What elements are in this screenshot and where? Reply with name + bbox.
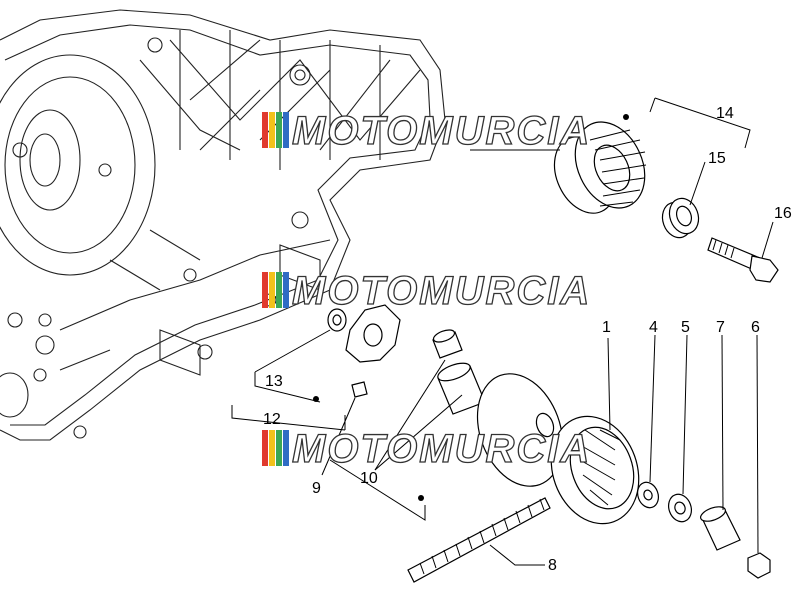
- bolt-part-16: [707, 237, 779, 283]
- callout-labels: 14 15 16 1 4 5 7 6 13 12 9 10 8: [263, 105, 792, 574]
- nut-part-6: [747, 552, 771, 579]
- callout-7: 7: [716, 319, 725, 336]
- callout-13: 13: [265, 373, 283, 390]
- watermark-1: MOTOMURCIA: [262, 108, 591, 154]
- callout-10: 10: [360, 470, 378, 487]
- watermark-2: MOTOMURCIA: [262, 268, 591, 314]
- spacer-part-13: [327, 308, 347, 332]
- watermark-stripe-red: [262, 430, 268, 466]
- callout-12: 12: [263, 411, 281, 428]
- callout-16: 16: [774, 205, 792, 222]
- watermark-text: MOTOMURCIA: [292, 427, 591, 471]
- movable-pulley-disc: [476, 373, 564, 487]
- callout-6: 6: [751, 319, 760, 336]
- watermark-stripe-green: [276, 272, 282, 308]
- callout-15: 15: [708, 150, 726, 167]
- leader-lines: [231, 97, 774, 566]
- driven-pulley-part-14: [553, 121, 647, 214]
- bearing-part-15: [661, 197, 700, 239]
- belt-part-8: [407, 497, 551, 583]
- watermark-stripe-red: [262, 272, 268, 308]
- ramp-plate-part-12: [345, 304, 401, 363]
- washer-part-5: [668, 493, 692, 523]
- watermark-stripe-blue: [283, 430, 289, 466]
- callout-1: 1: [602, 319, 611, 336]
- watermark-stripe-yellow: [269, 112, 275, 148]
- watermark-stripe-blue: [283, 112, 289, 148]
- roller-part-9: [351, 381, 368, 398]
- watermark-stripe-blue: [283, 272, 289, 308]
- callout-4: 4: [649, 319, 658, 336]
- watermark-text: MOTOMURCIA: [292, 269, 591, 313]
- callout-8: 8: [548, 557, 557, 574]
- fan-pulley-part-1: [550, 415, 640, 525]
- watermark-stripe-green: [276, 430, 282, 466]
- bushing-part-7: [700, 506, 741, 551]
- watermark-stripe-green: [276, 112, 282, 148]
- callout-9: 9: [312, 480, 321, 497]
- callout-14: 14: [716, 105, 734, 122]
- callout-5: 5: [681, 319, 690, 336]
- watermark-text: MOTOMURCIA: [292, 109, 591, 153]
- engine-crankcase: [0, 9, 446, 441]
- bushing-part-10: [432, 329, 486, 415]
- watermark-3: MOTOMURCIA: [262, 426, 591, 472]
- watermark-stripe-red: [262, 112, 268, 148]
- washer-part-4: [637, 481, 659, 509]
- watermark-stripe-yellow: [269, 430, 275, 466]
- watermark-stripe-yellow: [269, 272, 275, 308]
